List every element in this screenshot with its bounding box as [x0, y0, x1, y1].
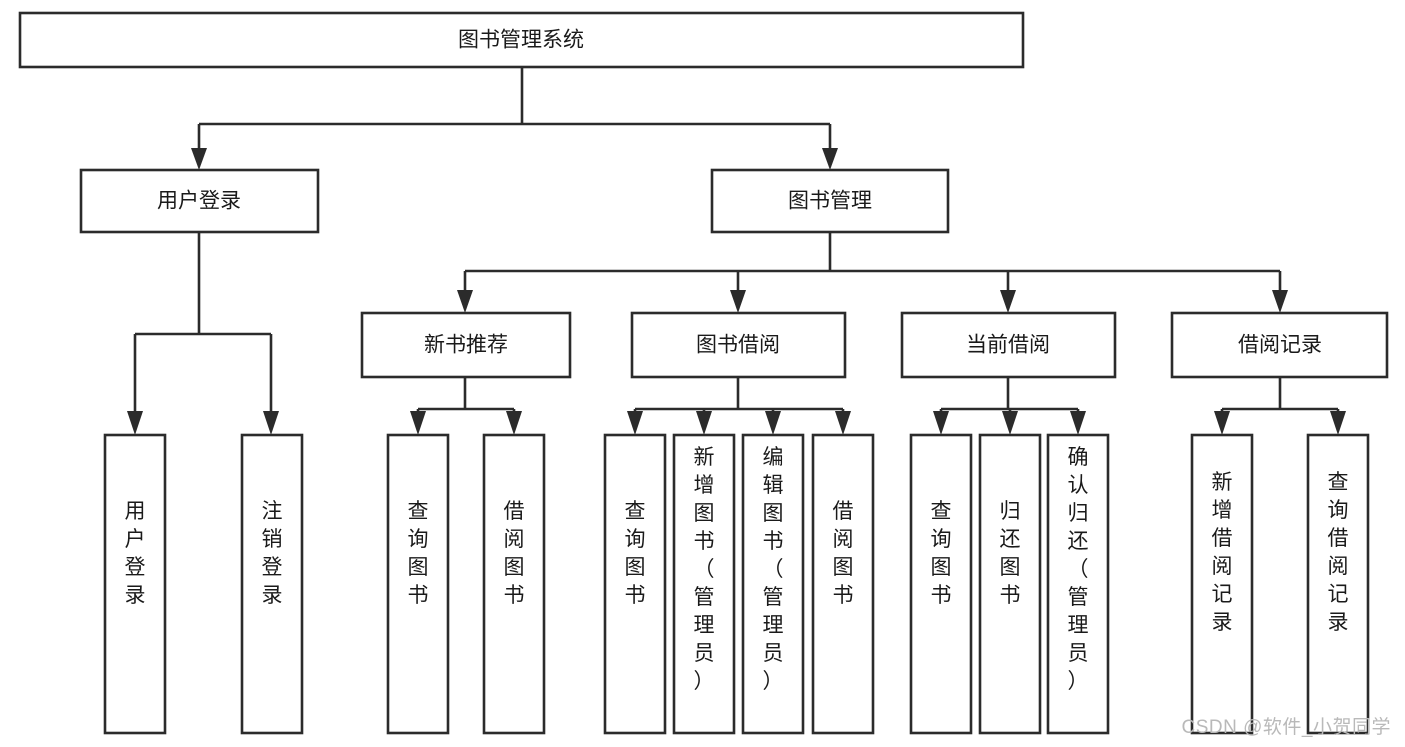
- leaf-query-record-label: 查询借阅记录: [1328, 471, 1349, 634]
- leaf-return-book-label: 归还图书: [1000, 500, 1021, 607]
- leaf-return-book-box[interactable]: [978, 433, 1042, 735]
- leaf-logout[interactable]: 注销登录: [240, 433, 304, 735]
- node-borrow-record-label: 借阅记录: [1238, 334, 1322, 357]
- node-user-login-box[interactable]: [79, 168, 320, 234]
- node-book-borrow-label: 图书借阅: [696, 334, 780, 357]
- node-root-box[interactable]: [18, 11, 1025, 69]
- leaf-query-book-1-box[interactable]: [386, 433, 450, 735]
- leaf-add-record[interactable]: 新增借阅记录: [1190, 433, 1254, 735]
- leaf-edit-book-box[interactable]: [741, 433, 805, 735]
- leaf-query-book-2[interactable]: 查询图书: [603, 433, 667, 735]
- leaf-logout-label: 注销登录: [262, 500, 283, 607]
- leaf-add-book-box[interactable]: [672, 433, 736, 735]
- arrow-to-leaf-add-record: [1214, 411, 1230, 435]
- node-user-login[interactable]: 用户登录: [79, 168, 320, 234]
- leaf-user-login-box[interactable]: [103, 433, 167, 735]
- leaf-borrow-book-1-box[interactable]: [482, 433, 546, 735]
- leaf-query-book-2-box[interactable]: [603, 433, 667, 735]
- leaf-borrow-book-1-label: 借阅图书: [504, 500, 525, 607]
- node-root[interactable]: 图书管理系统: [18, 11, 1025, 69]
- leaf-query-book-3-label: 查询图书: [931, 500, 952, 607]
- leaf-borrow-book-1[interactable]: 借阅图书: [482, 433, 546, 735]
- leaf-query-book-2-label: 查询图书: [625, 500, 646, 607]
- leaf-edit-book[interactable]: 编辑图书（管理员）: [741, 433, 805, 735]
- arrow-to-leaf-query-book-3: [933, 411, 949, 435]
- node-new-book-recommend[interactable]: 新书推荐: [360, 311, 572, 379]
- node-user-login-label: 用户登录: [157, 190, 241, 213]
- node-new-book-recommend-label: 新书推荐: [424, 334, 508, 357]
- arrow-to-leaf-query-book-2: [627, 411, 643, 435]
- arrow-to-leaf-return-book: [1002, 411, 1018, 435]
- node-book-management-box[interactable]: [710, 168, 950, 234]
- arrow-to-leaf-query-record: [1330, 411, 1346, 435]
- leaf-user-login[interactable]: 用户登录: [103, 433, 167, 735]
- arrow-to-current-borrow: [1000, 290, 1016, 313]
- leaf-add-record-box[interactable]: [1190, 433, 1254, 735]
- arrow-to-borrow-record: [1272, 290, 1288, 313]
- node-current-borrow-box[interactable]: [900, 311, 1117, 379]
- arrow-to-leaf-borrow-book-2: [835, 411, 851, 435]
- node-new-book-recommend-box[interactable]: [360, 311, 572, 379]
- node-borrow-record[interactable]: 借阅记录: [1170, 311, 1389, 379]
- leaf-logout-box[interactable]: [240, 433, 304, 735]
- leaf-confirm-return-label: 确认归还（管理员）: [1068, 446, 1089, 693]
- arrow-to-leaf-query-book-1: [410, 411, 426, 435]
- node-book-borrow-box[interactable]: [630, 311, 847, 379]
- arrow-to-leaf-borrow-book-1: [506, 411, 522, 435]
- leaf-query-book-1-label: 查询图书: [408, 500, 429, 607]
- node-book-borrow[interactable]: 图书借阅: [630, 311, 847, 379]
- leaf-query-book-3-box[interactable]: [909, 433, 973, 735]
- leaf-borrow-book-2-label: 借阅图书: [833, 500, 854, 607]
- arrow-to-leaf-logout: [263, 411, 279, 435]
- leaf-query-book-3[interactable]: 查询图书: [909, 433, 973, 735]
- connector-group: [127, 67, 1346, 435]
- arrow-root-to-user-login: [191, 148, 207, 170]
- leaf-add-record-label: 新增借阅记录: [1212, 471, 1233, 634]
- arrow-to-new-book-recommend: [457, 290, 473, 313]
- arrow-to-leaf-confirm-return: [1070, 411, 1086, 435]
- leaf-query-record-box[interactable]: [1306, 433, 1370, 735]
- node-current-borrow[interactable]: 当前借阅: [900, 311, 1117, 379]
- node-root-label: 图书管理系统: [458, 29, 584, 52]
- leaf-add-book-label: 新增图书（管理员）: [694, 446, 715, 693]
- node-book-management-label: 图书管理: [788, 190, 872, 213]
- leaf-return-book[interactable]: 归还图书: [978, 433, 1042, 735]
- leaf-add-book[interactable]: 新增图书（管理员）: [672, 433, 736, 735]
- arrow-to-book-borrow: [730, 290, 746, 313]
- leaf-borrow-book-2-box[interactable]: [811, 433, 875, 735]
- leaf-edit-book-label: 编辑图书（管理员）: [763, 446, 784, 693]
- arrow-to-leaf-user-login: [127, 411, 143, 435]
- leaf-borrow-book-2[interactable]: 借阅图书: [811, 433, 875, 735]
- node-borrow-record-box[interactable]: [1170, 311, 1389, 379]
- leaf-query-record[interactable]: 查询借阅记录: [1306, 433, 1370, 735]
- leaf-confirm-return-box[interactable]: [1046, 433, 1110, 735]
- node-book-management[interactable]: 图书管理: [710, 168, 950, 234]
- leaf-user-login-label: 用户登录: [125, 500, 146, 607]
- arrow-root-to-book-management: [822, 148, 838, 170]
- leaf-query-book-1[interactable]: 查询图书: [386, 433, 450, 735]
- node-current-borrow-label: 当前借阅: [966, 334, 1050, 357]
- arrow-to-leaf-edit-book: [765, 411, 781, 435]
- leaf-confirm-return[interactable]: 确认归还（管理员）: [1046, 433, 1110, 735]
- arrow-to-leaf-add-book: [696, 411, 712, 435]
